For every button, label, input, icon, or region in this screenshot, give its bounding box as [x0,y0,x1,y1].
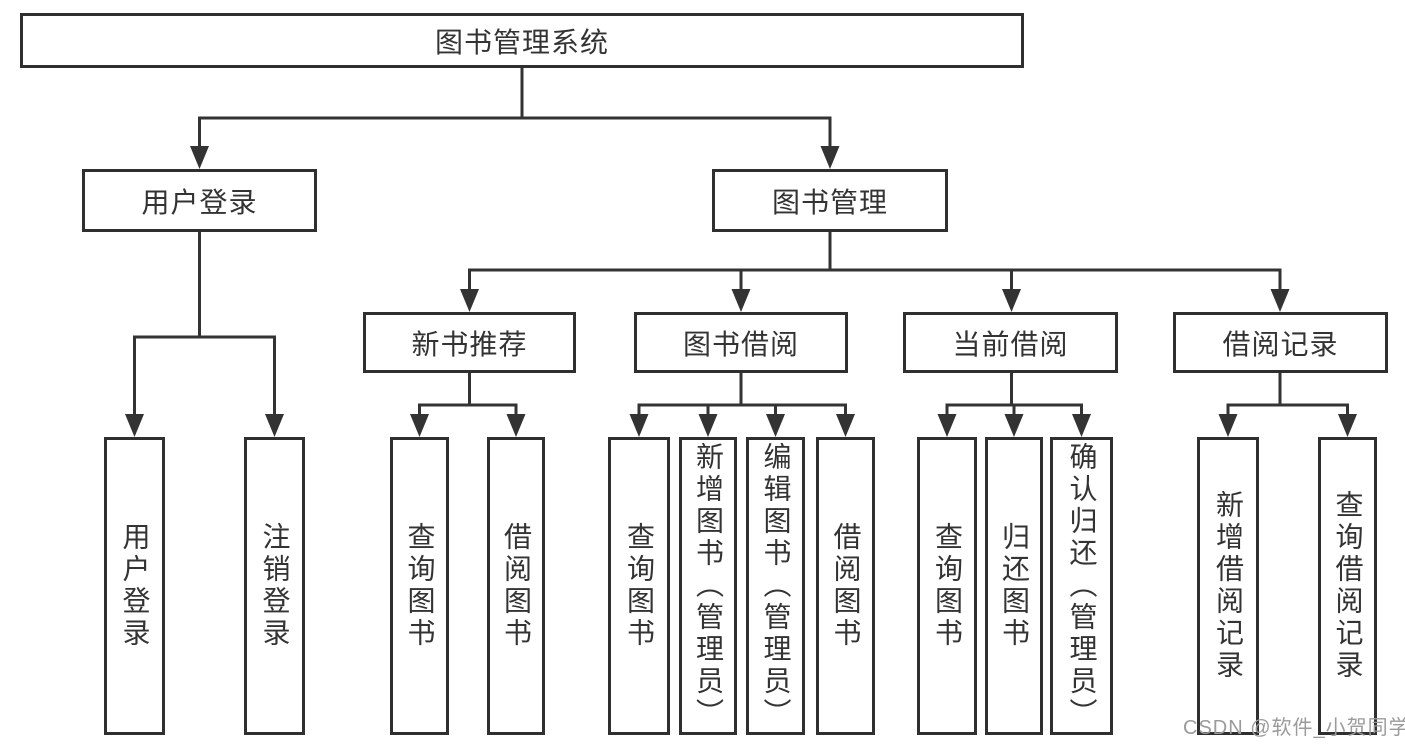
leaf-logout: 注销登录 [244,437,305,735]
leaf-edit-book-admin: 编辑图书（管理员） [746,437,805,735]
leaf-add-borrow-record: 新增借阅记录 [1197,437,1259,735]
leaf-user-login-label: 用户登录 [119,522,151,650]
leaf-query-book-1-label: 查询图书 [404,522,436,650]
leaf-query-borrow-record-label: 查询借阅记录 [1332,490,1364,682]
leaf-query-book-1: 查询图书 [390,437,449,735]
leaf-return-book: 归还图书 [985,437,1043,735]
node-book-management: 图书管理 [712,169,948,232]
leaf-query-book-2: 查询图书 [608,437,670,735]
node-book-borrow: 图书借阅 [634,312,848,373]
leaf-query-borrow-record: 查询借阅记录 [1318,437,1377,735]
leaf-confirm-return-admin: 确认归还（管理员） [1050,437,1113,735]
leaf-confirm-return-admin-label: 确认归还（管理员） [1066,442,1098,730]
node-root-library-system: 图书管理系统 [20,13,1024,68]
leaf-add-borrow-record-label: 新增借阅记录 [1213,490,1244,682]
leaf-user-login: 用户登录 [104,437,165,735]
arrowheads [125,146,1357,437]
csdn-watermark: CSDN @软件_小贺同学 [1183,717,1405,739]
leaf-borrow-book-1-label: 借阅图书 [501,522,532,650]
leaf-query-book-2-label: 查询图书 [624,522,655,650]
node-new-book-recommend: 新书推荐 [363,312,576,373]
node-current-borrow: 当前借阅 [903,312,1118,373]
leaf-query-book-3: 查询图书 [917,437,977,735]
leaf-borrow-book-2: 借阅图书 [816,437,875,735]
node-user-login: 用户登录 [82,169,317,232]
leaf-add-book-admin-label: 新增图书（管理员） [693,442,724,730]
leaf-add-book-admin: 新增图书（管理员） [679,437,737,735]
leaf-return-book-label: 归还图书 [999,522,1030,650]
leaf-edit-book-admin-label: 编辑图书（管理员） [760,442,792,730]
leaf-query-book-3-label: 查询图书 [932,522,963,650]
leaf-borrow-book-1: 借阅图书 [487,437,545,735]
node-borrow-record: 借阅记录 [1173,312,1388,373]
leaf-logout-label: 注销登录 [259,522,291,650]
leaf-borrow-book-2-label: 借阅图书 [830,522,862,650]
